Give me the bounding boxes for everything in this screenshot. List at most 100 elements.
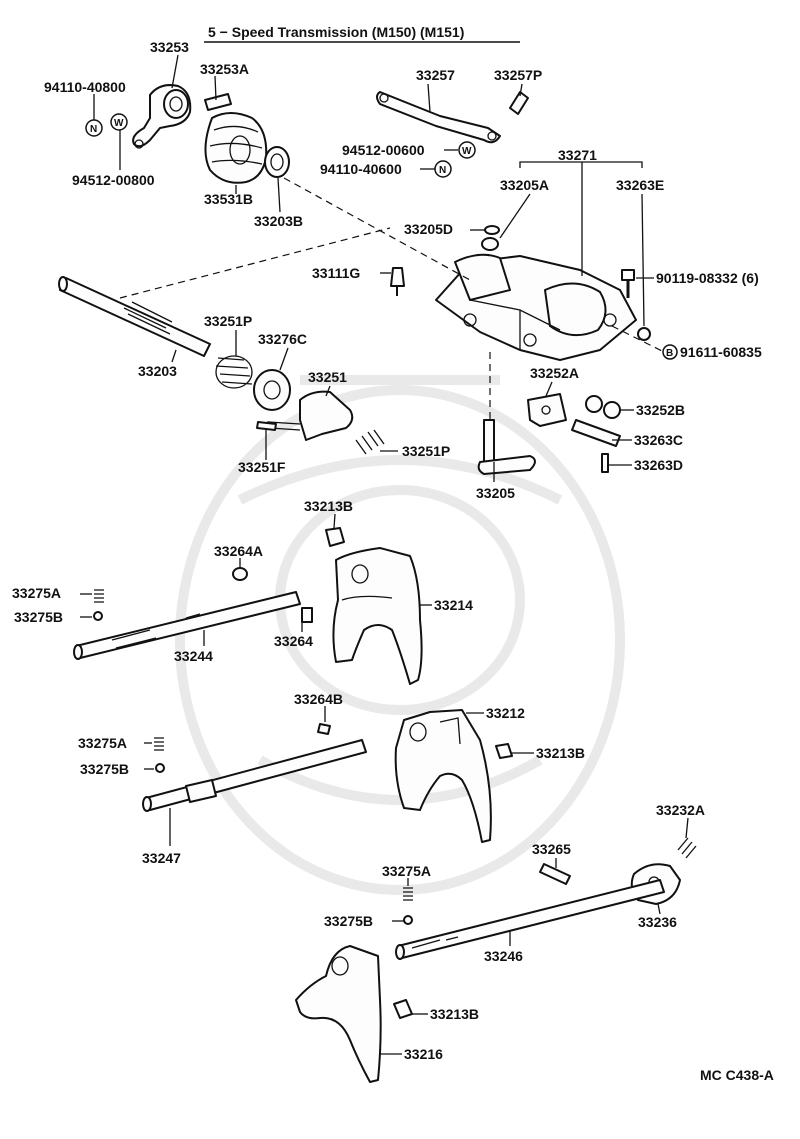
label-33244: 33244: [174, 648, 213, 664]
part-33263E-drawing: [637, 327, 651, 341]
part-33111G-drawing: [390, 267, 405, 296]
part-33213B-b-drawing: [495, 743, 513, 759]
label-33275B-bottom: 33275B: [324, 913, 373, 929]
label-33247: 33247: [142, 850, 181, 866]
part-33251-drawing: [267, 390, 354, 441]
label-33257P: 33257P: [494, 67, 542, 83]
part-labels: 33253 33253A 94110-40800 94512-00800 335…: [12, 39, 762, 1062]
svg-text:N: N: [439, 165, 446, 176]
part-33275B-b-drawing: [155, 763, 165, 773]
part-33203B-drawing: [264, 146, 290, 178]
footer-code: MC C438-A: [700, 1067, 774, 1083]
label-33213B-mid: 33213B: [536, 745, 585, 761]
svg-text:B: B: [666, 348, 673, 359]
label-33205D: 33205D: [404, 221, 453, 237]
diagram-title: 5 − Speed Transmission (M150) (M151): [208, 24, 464, 40]
part-33205-drawing: [477, 419, 536, 475]
part-33265-drawing: [539, 863, 571, 885]
leader-lines: [80, 54, 689, 1055]
label-33275B-top: 33275B: [14, 609, 63, 625]
label-33214: 33214: [434, 597, 473, 613]
part-33216-drawing: [295, 945, 382, 1083]
part-33251P-upper-drawing: [215, 355, 253, 389]
bolt-90119-drawing: [621, 269, 635, 298]
part-33205A-drawing: [481, 237, 499, 251]
bolt-badge-91611: B: [662, 344, 678, 360]
part-33203-drawing: [58, 276, 211, 357]
part-33264-drawing: [301, 607, 313, 623]
part-33263D-drawing: [601, 453, 609, 473]
label-33251: 33251: [308, 369, 347, 385]
watermark-emblem: [175, 375, 625, 895]
label-33271: 33271: [558, 147, 597, 163]
part-33213B-c-drawing: [393, 999, 413, 1019]
label-33275B-mid: 33275B: [80, 761, 129, 777]
part-33232A-drawing: [677, 837, 697, 859]
part-33275B-a-drawing: [93, 611, 103, 621]
label-33257: 33257: [416, 67, 455, 83]
label-33212: 33212: [486, 705, 525, 721]
label-94110-40800: 94110-40800: [44, 79, 126, 95]
label-33263E: 33263E: [616, 177, 664, 193]
part-33275B-c-drawing: [403, 915, 413, 925]
part-33257-drawing: [376, 91, 501, 144]
label-33275A-top: 33275A: [12, 585, 61, 601]
part-33252A-drawing: [527, 393, 567, 427]
part-33275A-a-drawing: [94, 589, 104, 603]
label-33236: 33236: [638, 914, 677, 930]
label-91611-60835: 91611-60835: [680, 344, 762, 360]
washer-badge-right: W: [458, 141, 476, 159]
part-33253-drawing: [132, 84, 192, 149]
label-94512-00800: 94512-00800: [72, 172, 155, 188]
label-94512-00600: 94512-00600: [342, 142, 425, 158]
label-33252A: 33252A: [530, 365, 579, 381]
label-33253A: 33253A: [200, 61, 249, 77]
part-33276C-drawing: [253, 369, 291, 411]
part-33253A-drawing: [204, 93, 232, 111]
part-33244-drawing: [73, 591, 301, 660]
svg-text:N: N: [90, 124, 97, 135]
label-33264: 33264: [274, 633, 313, 649]
label-33263C: 33263C: [634, 432, 683, 448]
part-33205D-drawing: [484, 225, 500, 235]
label-33205: 33205: [476, 485, 515, 501]
label-33251F: 33251F: [238, 459, 286, 475]
alignment-lines: [119, 177, 665, 420]
label-33253: 33253: [150, 39, 189, 55]
part-33251P-lower-drawing: [355, 429, 385, 455]
part-33252B-drawing: [585, 395, 621, 419]
label-33275A-mid: 33275A: [78, 735, 127, 751]
label-94110-40600: 94110-40600: [320, 161, 402, 177]
part-33264A-drawing: [232, 567, 248, 581]
label-33203: 33203: [138, 363, 177, 379]
svg-text:W: W: [114, 118, 124, 129]
washer-badge-left: W: [110, 113, 128, 131]
label-33213B-top: 33213B: [304, 498, 353, 514]
label-33252B: 33252B: [636, 402, 685, 418]
label-33251P-upper: 33251P: [204, 313, 252, 329]
label-33265: 33265: [532, 841, 571, 857]
label-33251P-lower: 33251P: [402, 443, 450, 459]
part-33214-drawing: [332, 547, 423, 685]
label-33111G: 33111G: [312, 265, 360, 281]
label-33232A: 33232A: [656, 802, 705, 818]
part-33251F-drawing: [256, 421, 277, 431]
label-33216: 33216: [404, 1046, 443, 1062]
part-33247-drawing: [142, 739, 367, 812]
label-33246: 33246: [484, 948, 523, 964]
label-33264A: 33264A: [214, 543, 263, 559]
part-33275A-b-drawing: [154, 737, 164, 751]
part-33264B-drawing: [317, 723, 331, 735]
part-33531B-drawing: [204, 112, 268, 184]
label-33531B: 33531B: [204, 191, 253, 207]
part-33212-drawing: [394, 709, 492, 843]
part-33271-drawing: [435, 253, 637, 361]
nut-badge-right: N: [434, 160, 452, 178]
part-33257P-drawing: [509, 91, 529, 115]
label-33203B: 33203B: [254, 213, 303, 229]
label-33276C: 33276C: [258, 331, 307, 347]
label-33205A: 33205A: [500, 177, 549, 193]
part-33263C-drawing: [571, 419, 621, 447]
